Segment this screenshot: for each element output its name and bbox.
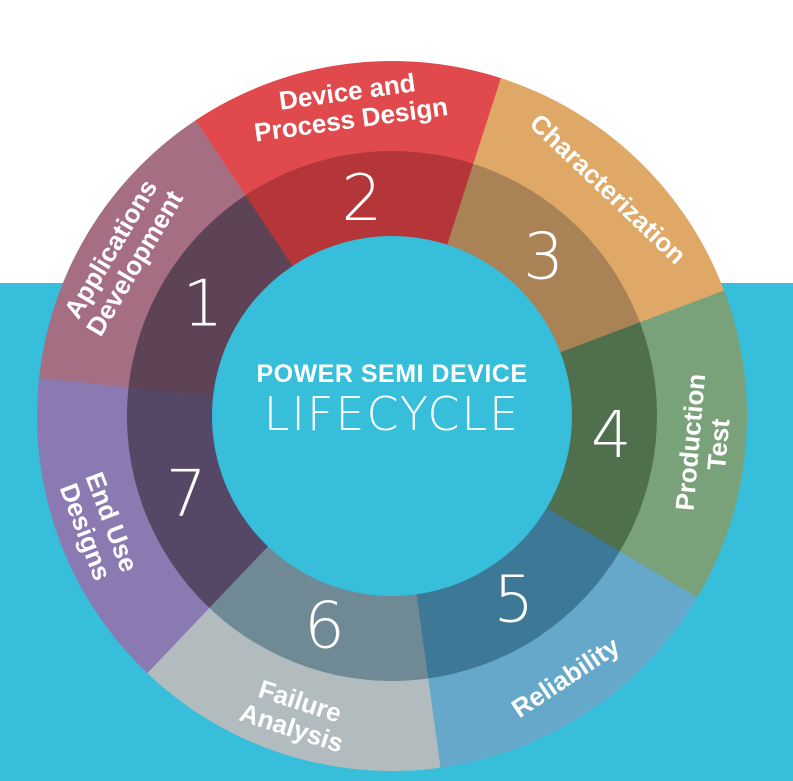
stage-5-inner-segment — [412, 506, 620, 680]
stage-6-outer-segment — [142, 603, 441, 772]
stage-3-number: 3 — [523, 221, 564, 295]
stage-4-label-line-2: Test — [701, 417, 735, 471]
center-title-top: POWER SEMI DEVICE — [256, 360, 527, 388]
stage-1-outer-segment — [38, 116, 251, 393]
stage-1-inner-segment — [128, 192, 297, 401]
stage-7-inner-segment — [126, 387, 270, 608]
stage-4-inner-segment — [543, 322, 657, 557]
stage-5-number: 5 — [493, 563, 534, 637]
stage-3-outer-segment — [473, 78, 727, 328]
stage-5-outer-segment — [422, 550, 698, 769]
stage-1-number: 1 — [183, 268, 224, 342]
stage-6-inner-segment — [205, 542, 429, 681]
stage-7-number: 7 — [166, 458, 207, 532]
center-circle — [212, 236, 572, 596]
stage-3-inner-segment — [446, 163, 642, 357]
stage-4-number: 4 — [591, 399, 632, 473]
stage-2-number: 2 — [342, 162, 383, 236]
center-title-main: LIFECYCLE — [264, 387, 520, 441]
stage-4-outer-segment — [616, 290, 748, 604]
stage-2-outer-segment — [195, 61, 508, 197]
stage-6-number: 6 — [304, 589, 345, 663]
stage-7-outer-segment — [37, 377, 211, 674]
